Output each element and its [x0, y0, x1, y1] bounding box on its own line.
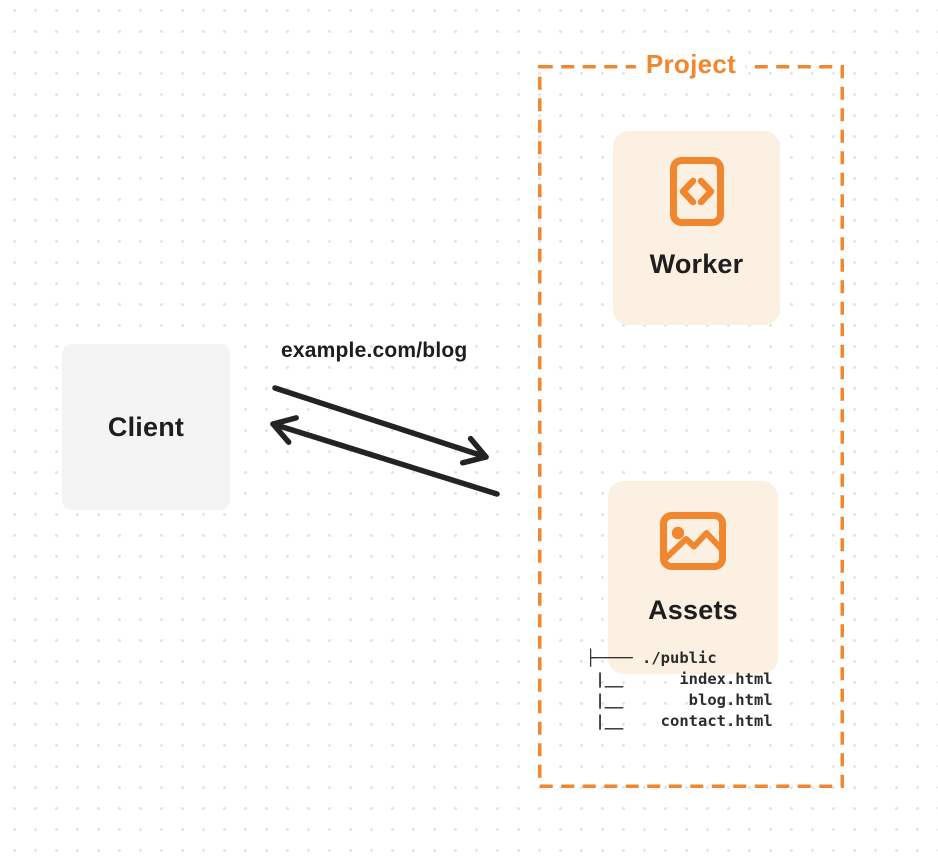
response-arrow	[270, 415, 500, 497]
image-icon	[660, 512, 726, 570]
worker-box: Worker	[613, 131, 780, 325]
project-container: Project Worker Assets ├──── ./p	[538, 48, 844, 788]
worker-label: Worker	[649, 249, 744, 279]
client-box: Client	[62, 344, 230, 510]
assets-file-tree: ├──── ./public |__ index.html |__ blog.h…	[586, 649, 773, 730]
assets-box: Assets	[608, 481, 778, 674]
assets-label: Assets	[648, 595, 738, 625]
project-label: Project	[635, 48, 747, 80]
client-label: Client	[107, 411, 185, 442]
request-url-label: example.com/blog	[281, 339, 468, 362]
request-arrow	[272, 385, 489, 466]
code-icon	[669, 157, 724, 226]
